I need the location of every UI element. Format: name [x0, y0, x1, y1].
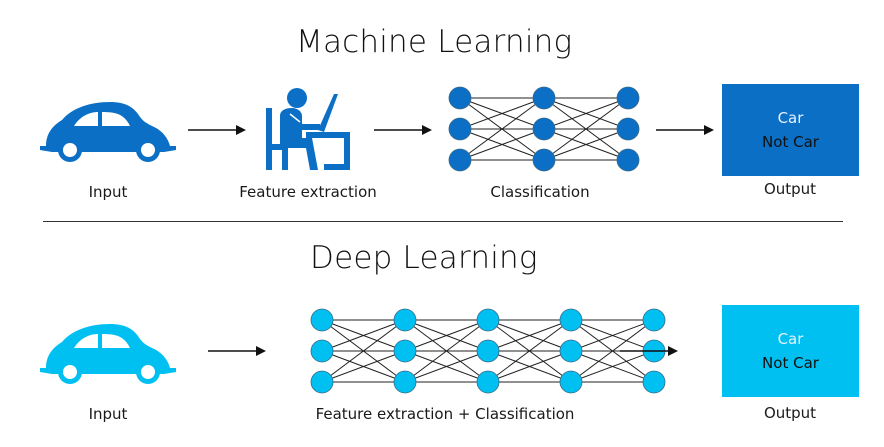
network-node — [393, 308, 417, 332]
network-node — [476, 308, 500, 332]
network-node — [448, 117, 472, 141]
ml-input-label: Input — [88, 183, 128, 201]
network-connection — [321, 319, 406, 352]
network-connection — [459, 97, 545, 161]
network-connection — [543, 128, 629, 161]
network-node — [559, 308, 583, 332]
network-connection — [570, 319, 655, 352]
network-node — [642, 370, 666, 394]
network-connection — [570, 350, 655, 383]
network-node — [448, 148, 472, 172]
output-car-text: Car — [777, 330, 804, 348]
dl-output-label: Output — [763, 404, 817, 422]
network-connection — [459, 97, 545, 130]
network-node — [559, 370, 583, 394]
dl-arrow-1 — [208, 346, 266, 356]
network-node — [532, 86, 556, 110]
network-connection — [570, 319, 655, 383]
dl-feature-classification-label: Feature extraction + Classification — [315, 405, 575, 423]
network-node — [310, 339, 334, 363]
network-connection — [321, 319, 406, 383]
network-connection — [404, 319, 489, 383]
output-not-car-text: Not Car — [762, 354, 819, 372]
network-node — [616, 117, 640, 141]
section-divider — [43, 221, 843, 222]
network-node — [476, 370, 500, 394]
person-at-computer-icon — [266, 88, 350, 170]
output-not-car-text: Not Car — [762, 133, 819, 151]
ml-title: Machine Learning — [296, 24, 573, 60]
dl-output-box: Car Not Car — [722, 305, 859, 397]
network-node — [532, 117, 556, 141]
network-node — [616, 86, 640, 110]
ml-arrow-1 — [188, 125, 246, 135]
network-connection — [321, 350, 406, 383]
dl-car-icon — [40, 324, 176, 384]
network-connection — [459, 128, 545, 161]
ml-classification-label: Classification — [490, 183, 590, 201]
network-node — [559, 339, 583, 363]
ml-output-box: Car Not Car — [722, 84, 859, 176]
ml-arrow-2 — [374, 125, 432, 135]
network-node — [393, 339, 417, 363]
network-connection — [487, 319, 572, 352]
ml-car-icon — [40, 102, 176, 162]
network-node — [393, 370, 417, 394]
network-connection — [487, 350, 572, 383]
network-node — [448, 86, 472, 110]
network-node — [310, 308, 334, 332]
dl-neural-network-icon — [310, 308, 666, 394]
ml-output-label: Output — [763, 180, 817, 198]
dl-arrow-2 — [620, 346, 678, 356]
network-node — [310, 370, 334, 394]
network-connection — [404, 350, 489, 383]
ml-neural-network-icon — [448, 86, 640, 172]
network-node — [642, 308, 666, 332]
network-connection — [404, 319, 489, 352]
dl-title: Deep Learning — [310, 240, 538, 276]
network-connection — [487, 319, 572, 383]
ml-arrow-3 — [656, 125, 714, 135]
output-car-text: Car — [777, 109, 804, 127]
ml-feature-extraction-label: Feature extraction — [239, 183, 377, 201]
network-node — [476, 339, 500, 363]
network-node — [616, 148, 640, 172]
network-node — [532, 148, 556, 172]
network-connection — [543, 97, 629, 130]
dl-input-label: Input — [88, 405, 128, 423]
network-connection — [543, 97, 629, 161]
